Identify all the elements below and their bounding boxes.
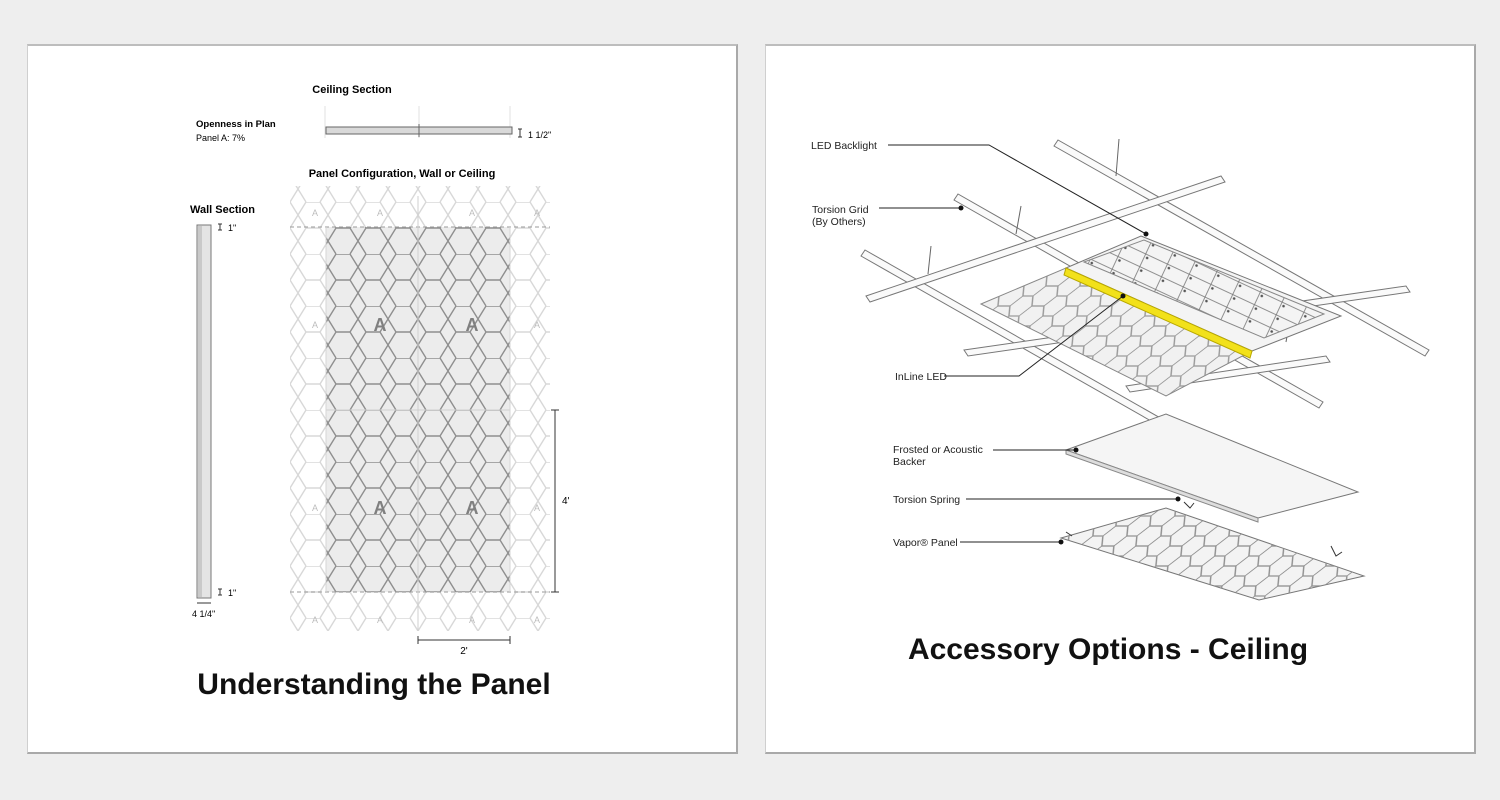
panel-height-dim: 4'	[562, 496, 570, 507]
ceiling-section-title: Ceiling Section	[312, 84, 392, 96]
faint-panel-letter: A	[534, 208, 540, 218]
ceiling-thickness-dim: 1 1/2"	[528, 130, 551, 140]
callout-inline-led: InLine LED	[895, 371, 947, 383]
panel-config-title: Panel Configuration, Wall or Ceiling	[309, 168, 496, 180]
panel-letter-a: A	[466, 315, 479, 335]
faint-panel-letter: A	[377, 208, 383, 218]
openness-title: Openness in Plan	[196, 119, 276, 130]
understanding-panel-card: Ceiling Section 1 1/2" Openness in Plan …	[27, 44, 738, 754]
panel-letter-a: A	[374, 315, 387, 335]
wall-section-title: Wall Section	[190, 204, 255, 216]
wall-top-dim: 1"	[228, 223, 236, 233]
faint-panel-letter: A	[469, 208, 475, 218]
wall-bottom-dim: 1"	[228, 588, 236, 598]
callout-led-backlight: LED Backlight	[811, 140, 877, 152]
accessory-options-caption: Accessory Options - Ceiling	[907, 633, 1309, 666]
accessory-options-card: LED Backlight Torsion Grid (By Others) I…	[765, 44, 1476, 754]
inline-led-strip	[1063, 267, 1253, 359]
callout-frosted-backer-line2: Backer	[893, 456, 926, 468]
ceiling-exploded-diagram: LED Backlight Torsion Grid (By Others) I…	[811, 138, 1430, 601]
callout-vapor-panel: Vapor® Panel	[893, 537, 958, 549]
wall-depth-dim: 4 1/4"	[192, 609, 215, 619]
callout-torsion-grid: Torsion Grid	[812, 204, 869, 216]
faint-panel-letter: A	[534, 615, 540, 625]
faint-panel-letter: A	[312, 503, 318, 513]
callout-torsion-grid-note: (By Others)	[812, 216, 866, 228]
panel-letter-a: A	[374, 498, 387, 518]
openness-value: Panel A: 7%	[196, 133, 245, 143]
faint-panel-letter: A	[312, 615, 318, 625]
faint-panel-letter: A	[534, 320, 540, 330]
faint-panel-letter: A	[377, 615, 383, 625]
faint-panel-letter: A	[312, 320, 318, 330]
panel-letter-a: A	[466, 498, 479, 518]
panel-width-dim: 2'	[460, 646, 468, 657]
panel-technical-drawing: Ceiling Section 1 1/2" Openness in Plan …	[190, 84, 570, 657]
callout-leaders	[879, 144, 1178, 543]
faint-panel-letter: A	[312, 208, 318, 218]
faint-panel-letter: A	[534, 503, 540, 513]
understanding-panel-caption: Understanding the Panel	[197, 668, 551, 701]
callout-frosted-backer: Frosted or Acoustic	[893, 444, 983, 456]
callout-torsion-spring: Torsion Spring	[893, 494, 960, 506]
faint-panel-letter: A	[469, 615, 475, 625]
